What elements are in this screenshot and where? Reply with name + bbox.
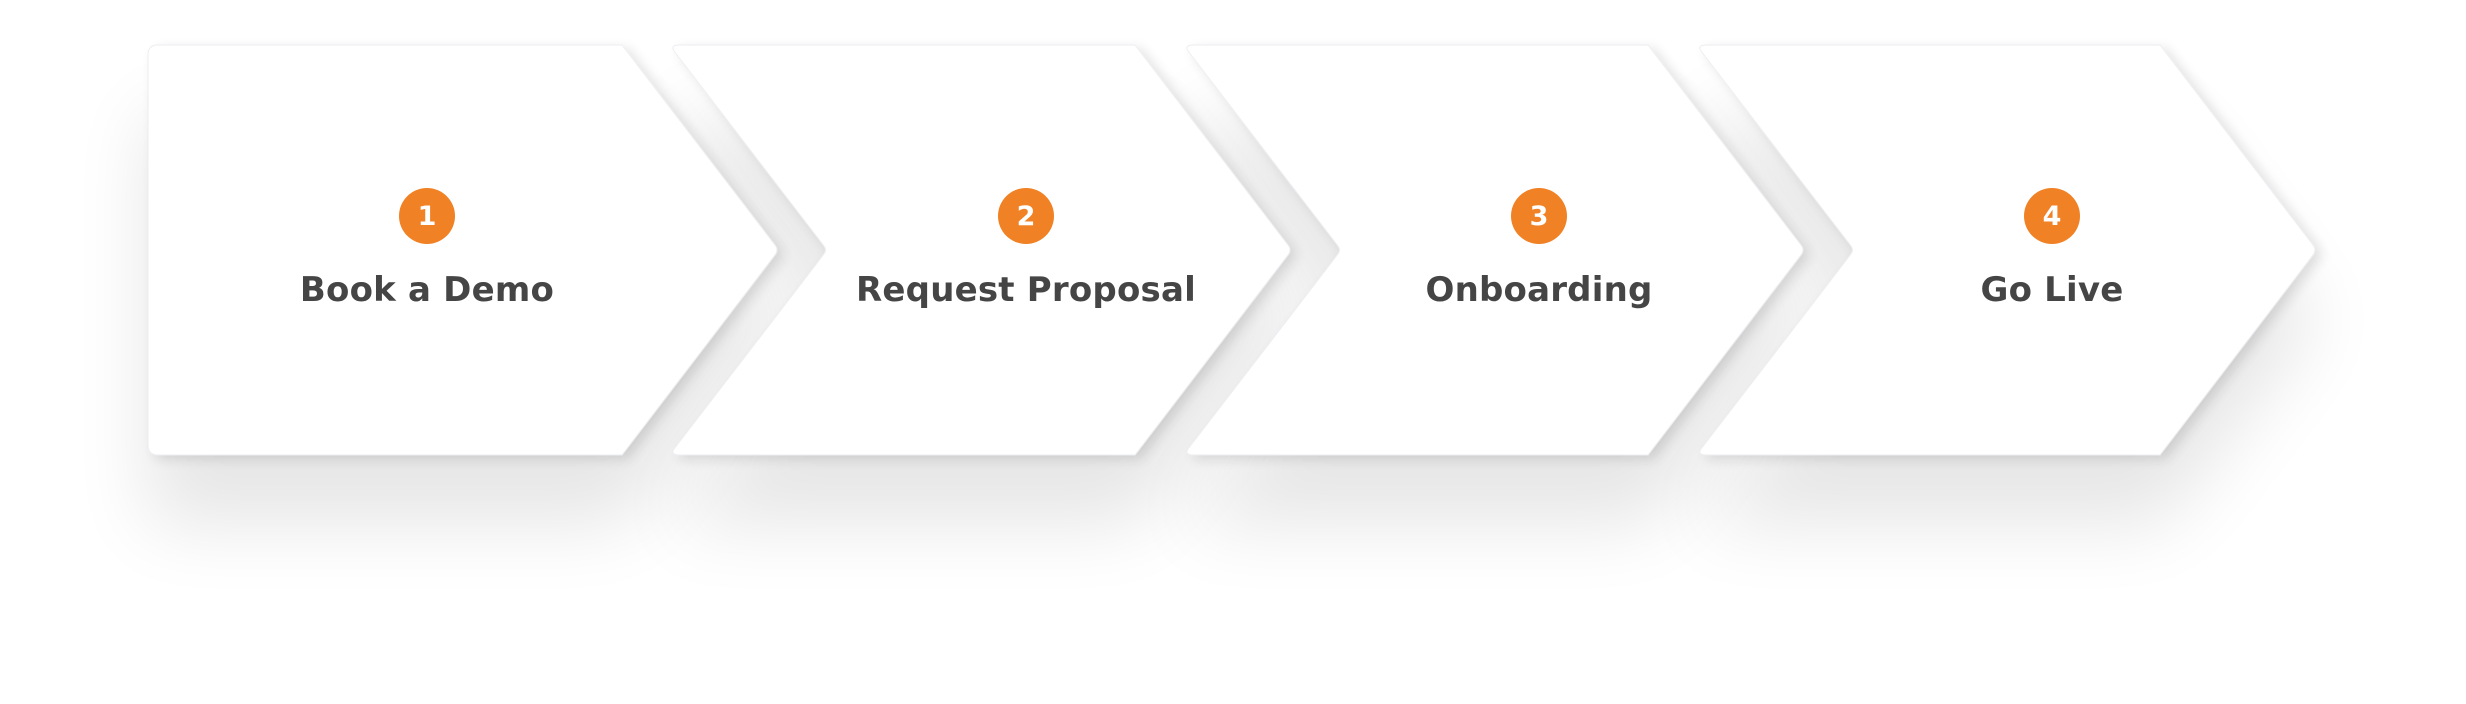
step-number-badge: 2 (998, 188, 1054, 244)
step-number-badge: 4 (2024, 188, 2080, 244)
chevron-card-4 (1699, 44, 2316, 456)
chevron-card-2 (672, 44, 1291, 456)
chevron-card-3 (1186, 44, 1804, 456)
cards-layer (147, 44, 2316, 456)
step-number-badge: 3 (1511, 188, 1567, 244)
step-label: Onboarding (1425, 270, 1653, 310)
step-number-badge: 1 (399, 188, 455, 244)
step-label: Go Live (1980, 270, 2124, 310)
step-label: Request Proposal (856, 270, 1196, 310)
step-label: Book a Demo (299, 270, 555, 310)
chevron-card-1 (147, 44, 778, 456)
